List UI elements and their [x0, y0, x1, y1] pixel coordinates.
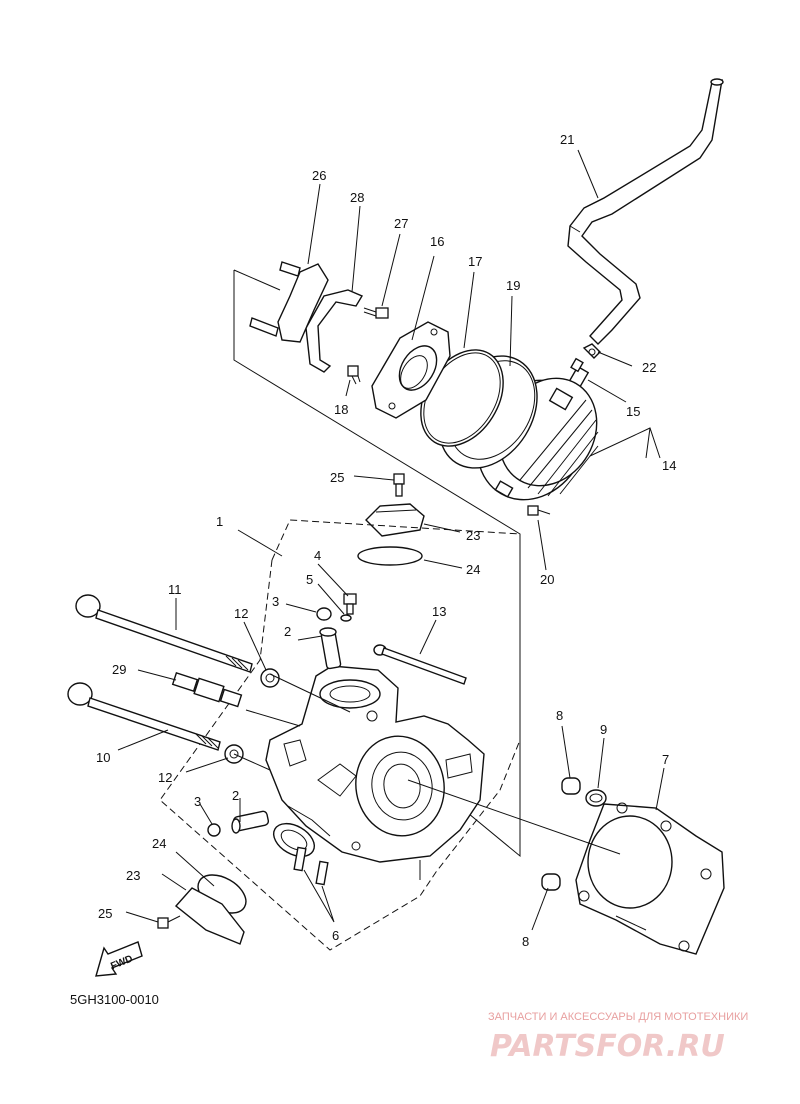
cam-cap-lower [174, 887, 245, 945]
callout-12-lower: 12 [158, 770, 172, 785]
callout-14: 14 [662, 458, 676, 473]
callout-16: 16 [430, 234, 444, 249]
callout-8-upper: 8 [556, 708, 563, 723]
seal-3-lower [207, 823, 221, 837]
cylinder-head [265, 665, 485, 863]
bolt-25-lower [157, 915, 181, 929]
callout-22: 22 [642, 360, 656, 375]
cam-cap-top [365, 503, 425, 537]
callout-3-lower: 3 [194, 794, 201, 809]
callout-29: 29 [112, 662, 126, 677]
callout-23-lower: 23 [126, 868, 140, 883]
seal-3-top [316, 607, 332, 621]
guide-26 [249, 261, 329, 343]
pipe-2-lower [231, 810, 270, 834]
watermark: ЗАПЧАСТИ И АКСЕССУАРЫ ДЛЯ МОТОТЕХНИКИ PA… [488, 1011, 748, 1064]
callout-26: 26 [312, 168, 326, 183]
hose-clip [582, 343, 601, 359]
bolt-27 [363, 307, 389, 319]
stud-bolt-13 [373, 644, 467, 685]
dowel-8-upper [561, 777, 581, 795]
stud-bolt-11 [75, 594, 253, 673]
breather-hose [567, 78, 724, 345]
callout-12-upper: 12 [234, 606, 248, 621]
callout-7: 7 [662, 752, 669, 767]
callout-9: 9 [600, 722, 607, 737]
bolt-20 [527, 505, 551, 516]
callout-24-top: 24 [466, 562, 480, 577]
bolt-4 [343, 593, 357, 615]
washer-12-upper [260, 668, 280, 688]
callout-20: 20 [540, 572, 554, 587]
washer-5 [340, 614, 352, 622]
studs-6 [293, 846, 329, 886]
callout-19: 19 [506, 278, 520, 293]
callout-8-lower: 8 [522, 934, 529, 949]
callout-6: 6 [332, 928, 339, 943]
callout-24-lower: 24 [152, 836, 166, 851]
callout-5: 5 [306, 572, 313, 587]
callout-2-upper: 2 [284, 624, 291, 639]
callout-27: 27 [394, 216, 408, 231]
cover-plate-16 [371, 321, 451, 419]
bolt-25-top [393, 473, 405, 497]
callout-4: 4 [314, 548, 321, 563]
dowel-8-lower [541, 873, 561, 891]
callout-18: 18 [334, 402, 348, 417]
callout-10: 10 [96, 750, 110, 765]
watermark-brand: PARTSFOR.RU [490, 1029, 725, 1064]
callout-3-upper: 3 [272, 594, 279, 609]
callout-15: 15 [626, 404, 640, 419]
leader-lines [117, 149, 665, 931]
fwd-direction-arrow: FWD [95, 941, 143, 977]
callout-labels: 1 2 2 3 3 4 5 6 7 8 8 9 10 11 12 12 13 1… [96, 132, 676, 949]
spark-plug-29 [171, 672, 243, 708]
callout-1: 1 [216, 514, 223, 529]
callout-23-top: 23 [466, 528, 480, 543]
pipe-2-top [319, 627, 342, 670]
o-ring-9 [585, 789, 607, 807]
bolt-18 [347, 365, 361, 385]
diagram-code: 5GH3100-0010 [70, 992, 159, 1007]
callout-28: 28 [350, 190, 364, 205]
callout-21: 21 [560, 132, 574, 147]
callout-17: 17 [468, 254, 482, 269]
stud-bolt-10 [67, 682, 221, 751]
callout-11: 11 [168, 582, 182, 597]
gasket-24-top [357, 546, 423, 566]
callout-2-lower: 2 [232, 788, 239, 803]
watermark-tagline: ЗАПЧАСТИ И АКСЕССУАРЫ ДЛЯ МОТОТЕХНИКИ [488, 1011, 748, 1023]
cylinder-gasket-7 [575, 802, 725, 955]
callout-25-top: 25 [330, 470, 344, 485]
callout-25-lower: 25 [98, 906, 112, 921]
callout-13: 13 [432, 604, 446, 619]
